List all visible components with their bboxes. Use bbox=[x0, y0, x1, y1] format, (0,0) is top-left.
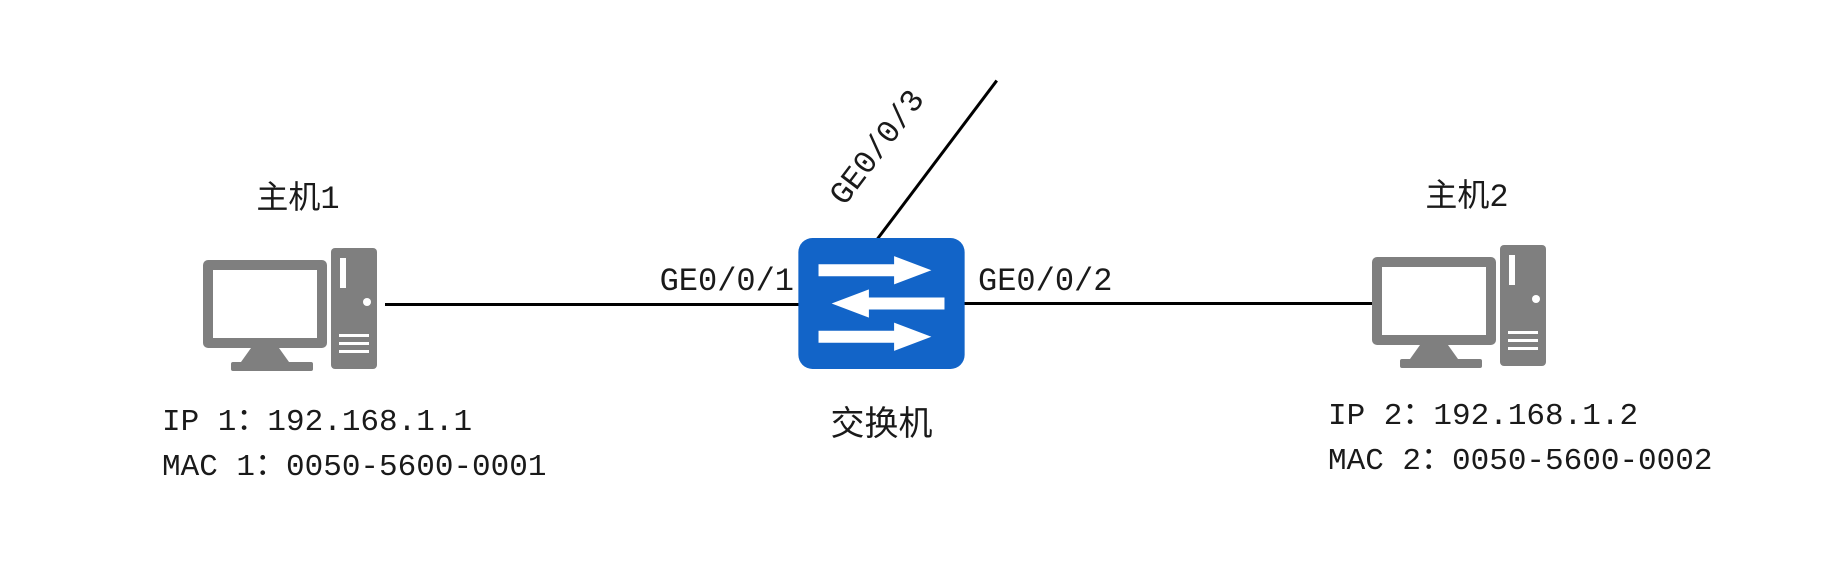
arrow-left-middle bbox=[831, 289, 945, 318]
switch-label: 交换机 bbox=[830, 408, 933, 446]
host2-info: IP 2：192.168.1.2 MAC 2：0050-5600-0002 bbox=[1328, 394, 1712, 484]
host2-mac: MAC 2：0050-5600-0002 bbox=[1328, 444, 1713, 479]
host1-mac: MAC 1：0050-5600-0001 bbox=[162, 450, 547, 485]
host1-computer-icon bbox=[203, 248, 377, 371]
host2-label: 主机2 bbox=[1425, 179, 1509, 216]
host1-ip: IP 1：192.168.1.1 bbox=[162, 405, 473, 440]
host2-computer-icon bbox=[1372, 245, 1546, 368]
link-host1-switch bbox=[385, 303, 799, 306]
host1-label: 主机1 bbox=[256, 181, 340, 218]
port-label-ge001: GE0/0/1 bbox=[659, 263, 794, 300]
port-label-ge002: GE0/0/2 bbox=[978, 263, 1113, 300]
arrow-right-bottom bbox=[818, 322, 932, 351]
link-switch-host2 bbox=[963, 302, 1375, 305]
port-label-ge003: GE0/0/3 bbox=[822, 83, 934, 213]
arrow-right-top bbox=[818, 256, 932, 285]
host1-info: IP 1：192.168.1.1 MAC 1：0050-5600-0001 bbox=[162, 400, 546, 490]
host2-ip: IP 2：192.168.1.2 bbox=[1328, 399, 1639, 434]
switch-icon bbox=[798, 238, 965, 369]
